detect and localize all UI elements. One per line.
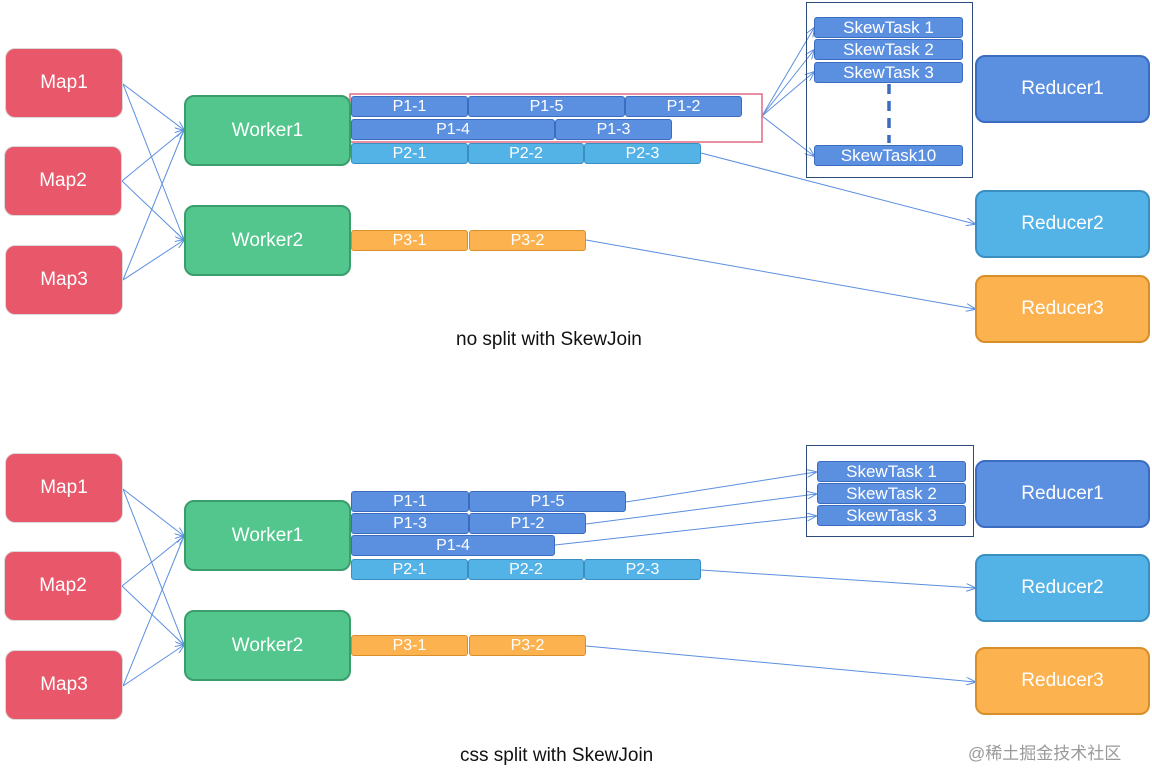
edge-b-p15-skew1 — [625, 472, 816, 503]
edge-b-map3-worker2 — [122, 645, 184, 687]
worker-label: Worker1 — [231, 524, 304, 546]
map-label: Map3 — [40, 674, 88, 695]
partition-p1-1: P1-1 — [351, 96, 468, 117]
worker-label: Worker1 — [231, 119, 304, 141]
top-caption: no split with SkewJoin — [456, 329, 642, 350]
edge-p1-skew3 — [761, 72, 814, 117]
bottom-map1: Map1 — [5, 453, 123, 523]
edge-b-map1-worker2 — [122, 488, 184, 645]
reducer-label: Reducer3 — [1021, 298, 1104, 319]
edge-b-map3-worker1 — [122, 536, 184, 687]
partition-p2-2: P2-2 — [468, 143, 584, 164]
edge-b-p12-skew2 — [585, 494, 816, 525]
partition-p3-2: P3-2 — [469, 635, 586, 656]
partition-p3-1: P3-1 — [351, 635, 468, 656]
top-skewtask-1: SkewTask 1 — [814, 17, 963, 38]
edge-p1-skew1 — [761, 28, 814, 117]
map-label: Map2 — [39, 575, 87, 596]
reducer-label: Reducer1 — [1021, 78, 1104, 99]
reducer-label: Reducer2 — [1021, 213, 1104, 234]
edge-map2-worker1 — [121, 130, 184, 182]
edge-map1-worker1 — [122, 83, 184, 130]
reducer-label: Reducer3 — [1021, 670, 1104, 691]
edge-b-map2-worker2 — [121, 585, 184, 645]
worker-label: Worker2 — [231, 634, 304, 656]
bottom-map2: Map2 — [4, 551, 122, 621]
top-reducer2: Reducer2 — [975, 190, 1150, 258]
edge-b-p2-reducer2 — [700, 569, 975, 588]
top-reducer3: Reducer3 — [975, 275, 1150, 343]
partition-p2-1: P2-1 — [351, 559, 468, 580]
partition-p2-1: P2-1 — [351, 143, 468, 164]
edge-map1-worker2 — [122, 83, 184, 240]
bottom-skewtask-3: SkewTask 3 — [817, 505, 966, 526]
bottom-caption: css split with SkewJoin — [460, 745, 654, 766]
partition-p1-5: P1-5 — [468, 96, 625, 117]
partition-p1-2: P1-2 — [469, 513, 586, 534]
partition-p1-5: P1-5 — [469, 491, 626, 512]
bottom-skew-frame — [806, 445, 974, 537]
top-map3: Map3 — [5, 245, 123, 315]
reducer-label: Reducer1 — [1021, 483, 1104, 504]
edge-map3-worker1 — [122, 130, 184, 281]
bottom-reducer3: Reducer3 — [975, 647, 1150, 715]
partition-p3-1: P3-1 — [351, 230, 468, 251]
edge-b-p3-reducer3 — [585, 645, 975, 682]
bottom-skewtask-1: SkewTask 1 — [817, 461, 966, 482]
partition-p2-2: P2-2 — [468, 559, 584, 580]
map-label: Map2 — [39, 170, 87, 191]
partition-p1-3: P1-3 — [351, 513, 469, 534]
partition-p1-4: P1-4 — [351, 535, 555, 556]
edge-b-map1-worker1 — [122, 488, 184, 536]
map-label: Map1 — [40, 72, 88, 93]
map-label: Map1 — [40, 477, 88, 498]
edge-p1-skew2 — [761, 50, 814, 117]
edge-map2-worker2 — [121, 180, 184, 240]
top-skew-frame — [806, 2, 973, 178]
bottom-worker2: Worker2 — [184, 610, 351, 681]
edge-b-p14-skew3 — [554, 516, 816, 546]
edge-p2-reducer2 — [700, 152, 975, 224]
top-worker2: Worker2 — [184, 205, 351, 276]
top-skewtask-3: SkewTask 3 — [814, 62, 963, 83]
worker-label: Worker2 — [231, 229, 304, 251]
map-label: Map3 — [40, 269, 88, 290]
partition-p3-2: P3-2 — [469, 230, 586, 251]
partition-p1-4: P1-4 — [351, 119, 555, 140]
top-skewtask-2: SkewTask 2 — [814, 39, 963, 60]
top-reducer1: Reducer1 — [975, 55, 1150, 123]
edge-map3-worker2 — [122, 240, 184, 281]
bottom-reducer1: Reducer1 — [975, 460, 1150, 528]
edge-p1-skew10 — [761, 115, 814, 156]
top-worker1: Worker1 — [184, 95, 351, 166]
partition-p2-3: P2-3 — [584, 143, 701, 164]
partition-p1-3: P1-3 — [555, 119, 672, 140]
partition-p2-3: P2-3 — [584, 559, 701, 580]
partition-p1-2: P1-2 — [625, 96, 742, 117]
partition-p1-1: P1-1 — [351, 491, 469, 512]
top-skewtask-10: SkewTask10 — [814, 145, 963, 166]
edge-p3-reducer3 — [585, 239, 975, 309]
bottom-map3: Map3 — [5, 650, 123, 720]
bottom-reducer2: Reducer2 — [975, 554, 1150, 622]
reducer-label: Reducer2 — [1021, 577, 1104, 598]
bottom-skewtask-2: SkewTask 2 — [817, 483, 966, 504]
bottom-worker1: Worker1 — [184, 500, 351, 571]
watermark: @稀土掘金技术社区 — [968, 744, 1122, 763]
top-map2: Map2 — [4, 146, 122, 216]
edge-b-map2-worker1 — [121, 536, 184, 587]
top-map1: Map1 — [5, 48, 123, 118]
